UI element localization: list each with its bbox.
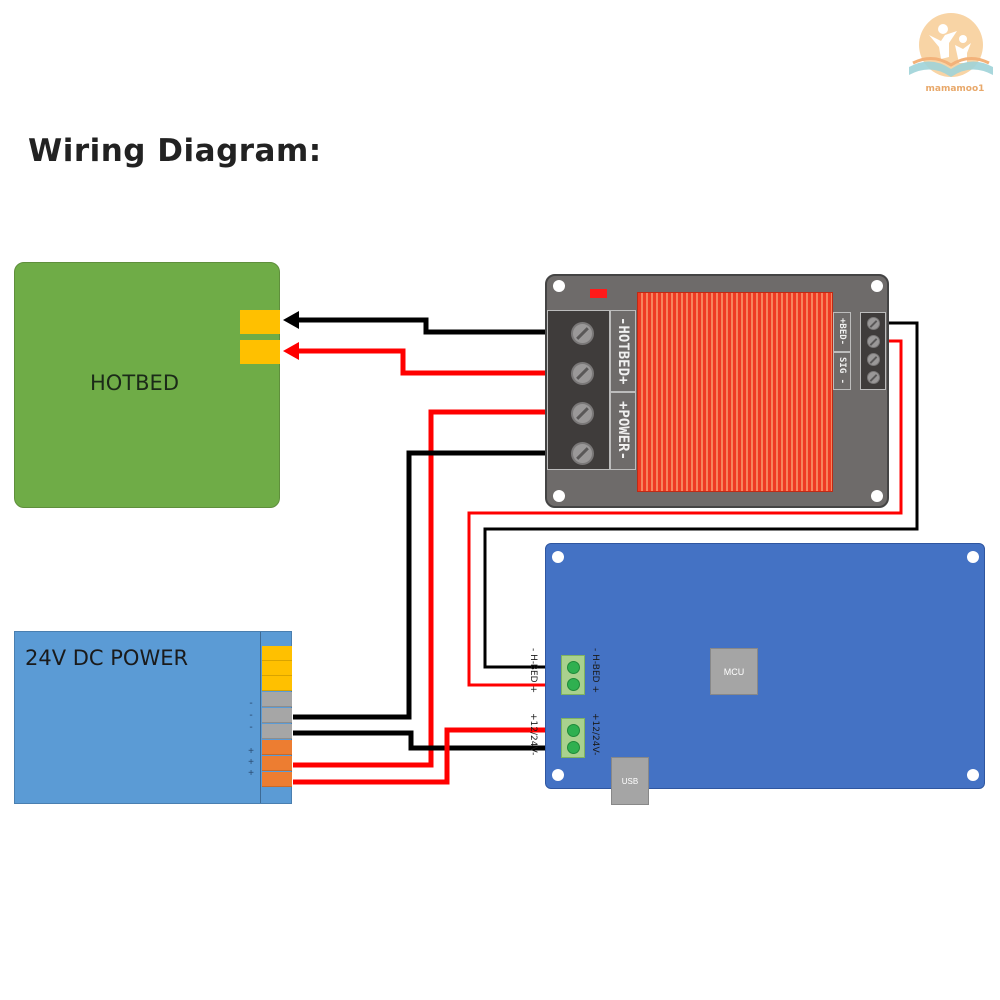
psu-terminal-negative (262, 708, 292, 723)
arrowhead-black (283, 311, 299, 329)
usb-port: USB (611, 757, 649, 805)
hotbed-terminal-positive (240, 340, 280, 364)
mounting-hole (553, 490, 565, 502)
polarity-mark: + (248, 757, 254, 768)
signal-screw-sig-negative (867, 353, 880, 366)
mounting-hole (871, 280, 883, 292)
diagram-title: Wiring Diagram: (28, 133, 322, 169)
power-negative-screw (567, 741, 580, 754)
mounting-hole (871, 490, 883, 502)
power-input-terminal (561, 718, 585, 758)
sig-label-text: SIG - (837, 357, 847, 385)
hotbed-terminal-negative (240, 310, 280, 334)
status-led (590, 289, 607, 298)
wire-power-positive (293, 409, 560, 768)
psu-terminal-gnd (262, 676, 292, 691)
logo-people-book-icon (905, 5, 997, 97)
polarity-mark: + (248, 746, 254, 757)
mounting-hole (552, 551, 564, 563)
polarity-mark: - (249, 722, 253, 733)
mounting-hole (967, 769, 979, 781)
signal-screw-bed-positive (867, 335, 880, 348)
hotbed-terminal-label: -HOTBED+ (610, 310, 636, 392)
polarity-mark: + (248, 768, 254, 779)
power-supply (14, 631, 292, 804)
wire-power-negative (293, 450, 560, 720)
mounting-hole (552, 769, 564, 781)
psu-terminal-l (262, 646, 292, 661)
psu-terminal-strip-divider (260, 632, 261, 803)
hbed-terminal (561, 655, 585, 695)
screw-terminal-hotbed-negative (571, 322, 594, 345)
power-input-label-outside: +12/24V- (528, 713, 538, 756)
psu-terminal-positive (262, 740, 292, 755)
hbed-label: - H-BED + (590, 648, 600, 693)
mcu-chip: MCU (710, 648, 758, 695)
psu-terminal-n (262, 661, 292, 676)
polarity-mark: - (249, 698, 253, 709)
hbed-positive-screw (567, 678, 580, 691)
hotbed-board (14, 262, 280, 508)
signal-screw-bed-negative (867, 317, 880, 330)
power-terminal-label: +POWER- (610, 392, 636, 470)
power-positive-screw (567, 724, 580, 737)
hotbed-label: HOTBED (90, 371, 179, 395)
power-supply-label: 24V DC POWER (25, 646, 189, 670)
mounting-hole (553, 280, 565, 292)
sig-label: SIG - (833, 352, 851, 390)
screw-terminal-power-negative (571, 442, 594, 465)
psu-terminal-negative (262, 692, 292, 707)
polarity-mark: - (249, 710, 253, 721)
wire-hotbed-negative (295, 317, 560, 335)
psu-terminal-positive (262, 756, 292, 771)
hbed-negative-screw (567, 661, 580, 674)
heatsink (637, 292, 833, 492)
bed-signal-label: +BED- (833, 312, 851, 352)
signal-terminal-block (860, 312, 886, 390)
mosfet-terminal-block (547, 310, 610, 470)
signal-screw-sig (867, 371, 880, 384)
power-input-label: +12/24V- (590, 713, 600, 756)
psu-terminal-positive (262, 772, 292, 787)
mounting-hole (967, 551, 979, 563)
hotbed-terminal-label-text: -HOTBED+ (615, 317, 631, 385)
screw-terminal-power-positive (571, 402, 594, 425)
power-terminal-label-text: +POWER- (615, 401, 631, 461)
wire-hotbed-positive (295, 348, 560, 376)
hbed-label-outside: - H-BED + (528, 648, 538, 693)
screw-terminal-hotbed-positive (571, 362, 594, 385)
controller-board (545, 543, 985, 789)
bed-signal-label-text: +BED- (837, 318, 847, 346)
arrowhead-red (283, 342, 299, 360)
watermark-text: mamamoo1 (925, 84, 985, 94)
psu-terminal-negative (262, 724, 292, 739)
